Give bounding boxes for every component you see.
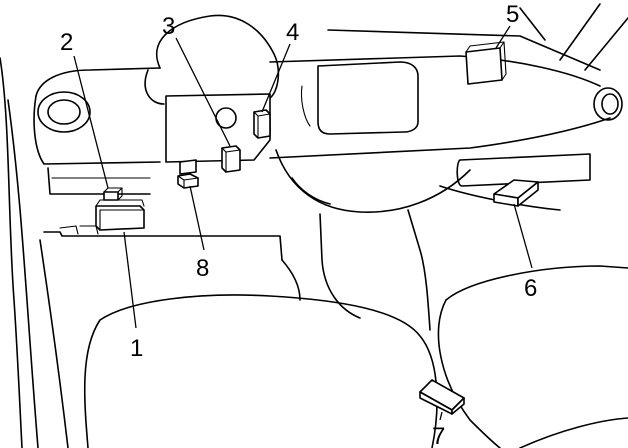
component-6-module bbox=[493, 179, 539, 207]
component-5-control-unit bbox=[465, 41, 507, 85]
component-1-fuse-block bbox=[95, 199, 145, 231]
leader-5 bbox=[495, 25, 511, 49]
leader-7 bbox=[439, 411, 443, 421]
leader-4 bbox=[261, 43, 291, 113]
component-2-small-relay bbox=[103, 187, 123, 201]
leader-2 bbox=[73, 55, 109, 189]
leader-lines bbox=[73, 25, 533, 421]
component-3-relay bbox=[221, 145, 241, 173]
component-8-relay bbox=[177, 159, 199, 189]
callout-labels: 1 2 3 4 5 6 7 8 bbox=[60, 1, 537, 448]
leader-3 bbox=[175, 37, 231, 147]
steering-column bbox=[144, 14, 471, 213]
callout-1: 1 bbox=[130, 335, 143, 362]
seats bbox=[83, 265, 628, 448]
leader-8 bbox=[189, 185, 205, 251]
component-7-control-unit bbox=[419, 379, 465, 415]
callout-6: 6 bbox=[524, 275, 537, 302]
callout-8: 8 bbox=[196, 255, 209, 282]
left-door-outline bbox=[0, 57, 69, 448]
windshield-outline bbox=[327, 3, 628, 71]
leader-6 bbox=[513, 203, 533, 269]
callout-7: 7 bbox=[432, 423, 445, 448]
callout-4: 4 bbox=[286, 19, 299, 46]
callout-3: 3 bbox=[162, 13, 175, 40]
callout-5: 5 bbox=[506, 1, 519, 28]
callout-2: 2 bbox=[60, 29, 73, 56]
component-4-relay bbox=[253, 109, 271, 139]
center-console bbox=[43, 209, 431, 331]
leader-1 bbox=[123, 231, 137, 329]
